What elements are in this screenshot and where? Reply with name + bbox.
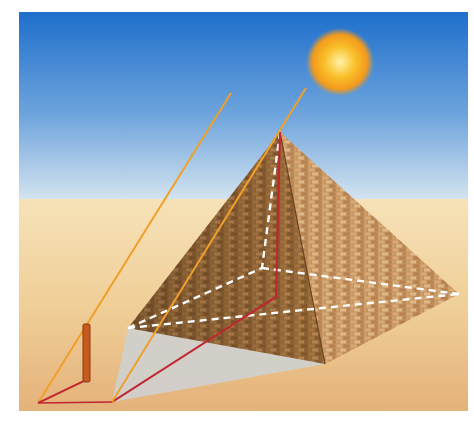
stick-base-line — [38, 402, 112, 403]
sky — [19, 12, 468, 199]
gnomon-stick — [83, 324, 90, 382]
sun-icon — [306, 28, 374, 96]
